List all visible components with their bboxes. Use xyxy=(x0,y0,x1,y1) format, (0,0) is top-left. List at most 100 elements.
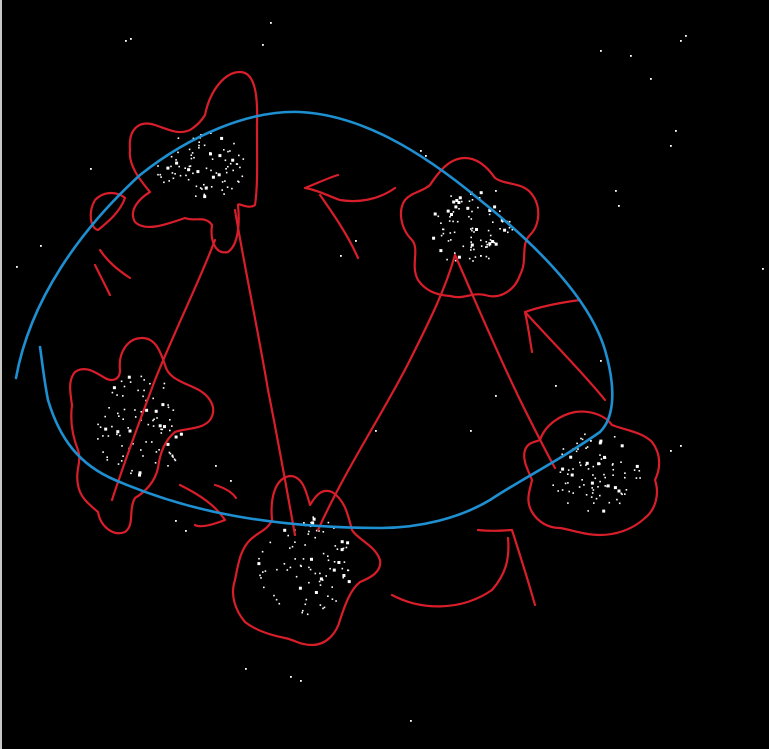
star-dot xyxy=(224,159,227,162)
star-dot xyxy=(155,451,158,453)
star-dot xyxy=(262,44,264,46)
star-dot xyxy=(111,391,114,394)
star-dot xyxy=(470,249,472,251)
star-dot xyxy=(159,173,162,176)
star-dot xyxy=(16,266,18,268)
star-dot xyxy=(580,437,582,440)
star-dot xyxy=(294,558,296,560)
star-dot xyxy=(670,145,672,147)
star-dot xyxy=(188,148,191,151)
star-dot xyxy=(260,577,262,579)
star-dot xyxy=(203,144,206,147)
star-dot xyxy=(303,522,305,524)
star-dot xyxy=(454,252,456,254)
star-dot xyxy=(291,545,294,548)
star-dot xyxy=(420,150,422,152)
star-dot xyxy=(680,40,682,42)
star-dot xyxy=(166,166,170,170)
star-dot xyxy=(327,555,329,557)
star-dot xyxy=(493,205,497,209)
star-dot xyxy=(226,186,229,188)
star-dot xyxy=(198,147,200,149)
star-dot xyxy=(593,502,595,504)
star-dot xyxy=(122,455,124,457)
star-dot xyxy=(300,565,302,568)
star-dot xyxy=(592,489,595,491)
star-dot xyxy=(587,468,590,470)
star-dot xyxy=(227,150,229,153)
star-dot xyxy=(318,580,321,583)
star-dot xyxy=(170,165,172,168)
star-dot xyxy=(152,397,154,400)
star-dot xyxy=(201,188,203,190)
star-dot xyxy=(298,586,302,590)
star-dot xyxy=(224,180,226,182)
star-dot xyxy=(650,78,652,80)
star-dot xyxy=(195,185,198,188)
star-dot xyxy=(307,533,310,535)
star-dot xyxy=(440,222,442,224)
star-dot xyxy=(309,568,312,571)
star-dot xyxy=(625,489,628,491)
star-dot xyxy=(154,462,157,464)
star-dot xyxy=(478,197,481,199)
star-dot xyxy=(633,469,636,471)
star-dot xyxy=(331,586,333,588)
star-dot xyxy=(564,482,567,485)
star-dot xyxy=(308,566,310,569)
background-stars xyxy=(16,22,764,722)
star-dot xyxy=(171,425,173,427)
star-dot xyxy=(488,209,492,212)
star-dot xyxy=(340,540,344,544)
star-dot xyxy=(106,456,108,458)
star-dot xyxy=(102,435,104,437)
star-dot xyxy=(621,493,623,496)
star-dot xyxy=(162,387,165,389)
star-dot xyxy=(229,162,232,165)
star-dot xyxy=(130,38,132,40)
star-dot xyxy=(488,257,490,260)
star-dot xyxy=(163,425,166,429)
star-dot xyxy=(583,484,585,486)
star-dot xyxy=(311,521,315,525)
star-dot xyxy=(453,231,456,234)
star-dot xyxy=(145,408,149,412)
star-dot xyxy=(157,173,159,176)
star-dot xyxy=(491,240,495,243)
star-dot xyxy=(161,428,164,431)
star-dot xyxy=(475,228,478,231)
star-dot xyxy=(479,191,483,195)
star-dot xyxy=(286,569,289,571)
star-dot xyxy=(495,395,497,397)
star-dot xyxy=(188,165,191,168)
star-dot xyxy=(116,394,118,396)
star-dot xyxy=(508,226,511,229)
star-dot xyxy=(595,497,598,500)
star-dot xyxy=(315,529,318,532)
star-dot xyxy=(410,720,412,722)
star-dot xyxy=(166,442,170,446)
star-dot xyxy=(301,611,303,614)
star-dot xyxy=(175,159,177,161)
star-dot xyxy=(275,598,278,601)
star-dot xyxy=(468,215,470,218)
star-dot xyxy=(121,445,123,447)
star-dot xyxy=(592,474,594,476)
star-dot xyxy=(185,174,187,177)
star-dot xyxy=(567,469,570,471)
arrow-line-topright-to-right xyxy=(453,253,557,470)
star-dot xyxy=(204,186,208,190)
star-dot xyxy=(471,199,474,201)
star-dot xyxy=(117,463,120,465)
star-dot xyxy=(454,259,457,262)
star-dot xyxy=(470,243,474,247)
star-dot xyxy=(203,183,205,186)
star-dot xyxy=(342,576,345,579)
star-dot xyxy=(599,480,601,483)
canvas-left-border xyxy=(0,0,2,749)
star-dot xyxy=(572,492,574,494)
star-dot xyxy=(145,399,147,402)
star-dot xyxy=(425,155,427,157)
star-dot xyxy=(461,200,463,203)
star-dot xyxy=(97,438,99,440)
